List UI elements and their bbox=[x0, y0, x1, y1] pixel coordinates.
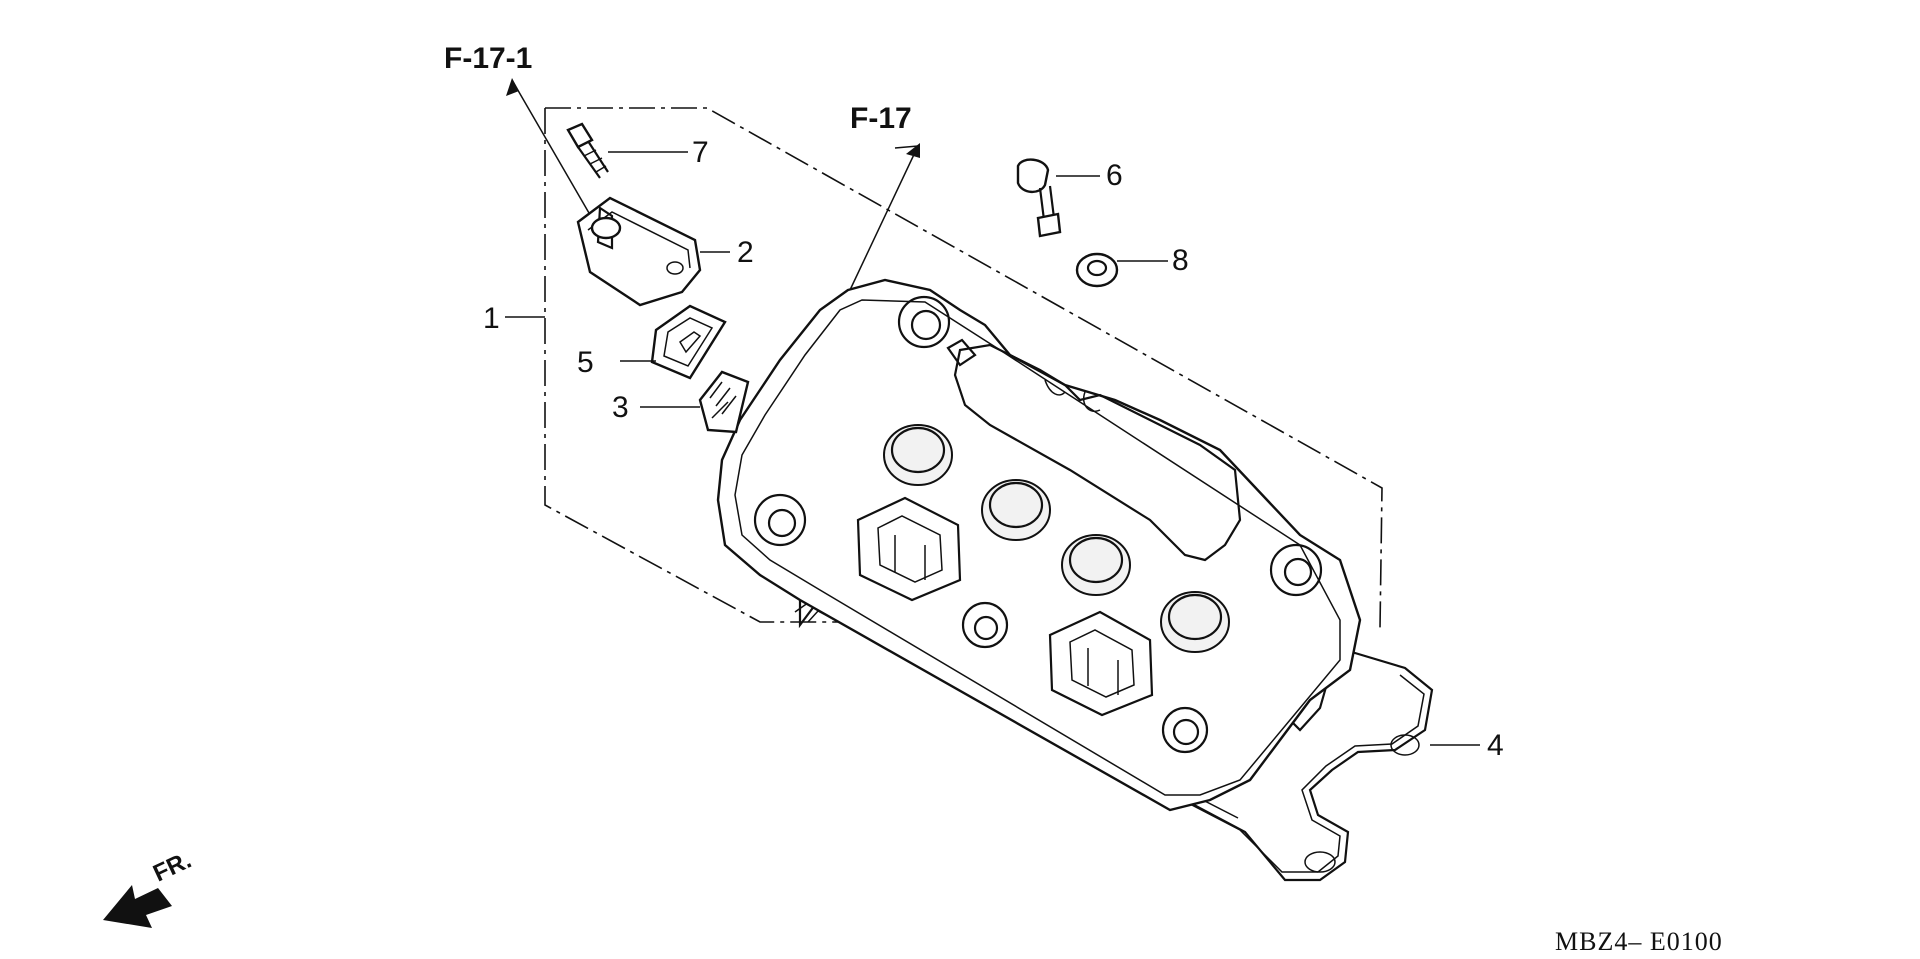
part-number-7: 7 bbox=[692, 136, 709, 169]
ref-label-f17: F-17 bbox=[850, 102, 912, 135]
part-number-2: 2 bbox=[737, 236, 754, 269]
part-number-5: 5 bbox=[577, 346, 594, 379]
part-3-filter bbox=[698, 370, 750, 434]
part-number-3: 3 bbox=[612, 391, 629, 424]
leader-lines bbox=[608, 151, 1480, 746]
part-number-1: 1 bbox=[483, 302, 500, 335]
part-number-8: 8 bbox=[1172, 244, 1189, 277]
part-7-bolt bbox=[566, 122, 609, 179]
reference-arrow-f17 bbox=[849, 143, 920, 291]
reference-arrow-f17-1 bbox=[506, 78, 601, 233]
part-8-washer bbox=[1075, 252, 1119, 288]
part-6-stud-bolt bbox=[1016, 158, 1062, 238]
part-number-6: 6 bbox=[1106, 159, 1123, 192]
front-marker-label: FR. bbox=[149, 847, 195, 888]
cylinder-head-cover bbox=[716, 278, 1362, 812]
part-number-4: 4 bbox=[1487, 729, 1504, 762]
ref-label-f17-1: F-17-1 bbox=[444, 42, 532, 75]
part-5-grommet bbox=[650, 304, 727, 380]
diagram-code: MBZ4– E0100 bbox=[1555, 927, 1723, 956]
front-direction-arrow bbox=[103, 885, 172, 928]
part-2-cap bbox=[576, 196, 702, 307]
